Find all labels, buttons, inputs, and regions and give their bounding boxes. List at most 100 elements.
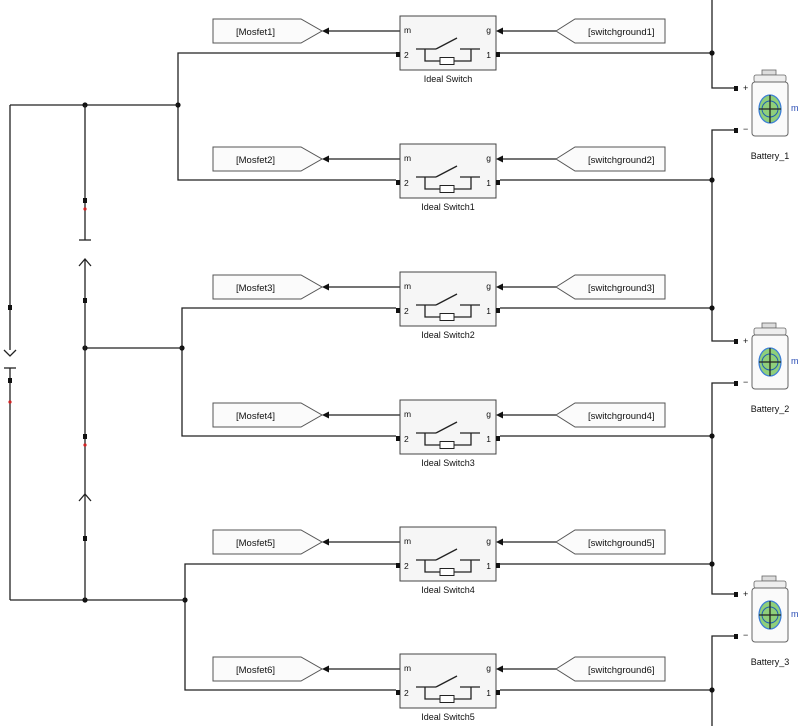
switch-blade-line bbox=[435, 548, 458, 561]
junction-dot bbox=[709, 50, 715, 56]
snubber-wire bbox=[454, 177, 472, 190]
port-2-label: 2 bbox=[404, 561, 409, 571]
red-marker-icon bbox=[83, 443, 87, 447]
switchground-from-tag[interactable] bbox=[555, 146, 666, 172]
port-2-label: 2 bbox=[404, 688, 409, 698]
battery-plus-port[interactable] bbox=[734, 86, 738, 91]
battery-top bbox=[753, 580, 787, 589]
mosfet-goto-tag[interactable] bbox=[212, 274, 324, 300]
snubber-resistor-icon bbox=[439, 57, 455, 65]
signal-arrowhead bbox=[322, 155, 329, 163]
port-2-connector[interactable] bbox=[396, 690, 400, 695]
mosfet-tag-label: [Mosfet1] bbox=[236, 27, 275, 38]
ideal-switch-name: Ideal Switch1 bbox=[421, 202, 475, 212]
junction-dot bbox=[709, 433, 715, 439]
snubber-resistor-icon bbox=[439, 185, 455, 193]
switch-symbol-icon bbox=[416, 165, 480, 193]
port-2-connector[interactable] bbox=[396, 308, 400, 313]
wire-segment bbox=[177, 52, 396, 181]
snubber-wire bbox=[424, 433, 440, 446]
port-1-connector[interactable] bbox=[496, 563, 500, 568]
battery-plus-port[interactable] bbox=[734, 592, 738, 597]
switchground-tag-label: [switchground4] bbox=[588, 411, 655, 422]
switchground-from-tag[interactable] bbox=[555, 274, 666, 300]
port-2-connector[interactable] bbox=[396, 436, 400, 441]
port-1-connector[interactable] bbox=[496, 180, 500, 185]
port-g-label: g bbox=[486, 409, 491, 419]
switchground-tag-label: [switchground1] bbox=[588, 27, 655, 38]
mosfet-goto-tag[interactable] bbox=[212, 18, 324, 44]
snubber-wire bbox=[424, 687, 440, 700]
cell-port-connector[interactable] bbox=[83, 536, 87, 541]
signal-arrowhead bbox=[496, 27, 503, 35]
red-marker-icon bbox=[83, 207, 87, 211]
cell-port-connector[interactable] bbox=[83, 198, 87, 203]
wire-segment bbox=[711, 0, 734, 89]
battery-plus-port[interactable] bbox=[734, 339, 738, 344]
switchground-from-tag[interactable] bbox=[555, 656, 666, 682]
switchground-tag-label: [switchground6] bbox=[588, 665, 655, 676]
battery-plus-label: + bbox=[743, 589, 748, 599]
ideal-switch-name: Ideal Switch4 bbox=[421, 585, 475, 595]
battery-name: Battery_3 bbox=[751, 657, 790, 667]
port-1-label: 1 bbox=[486, 688, 491, 698]
wire-segment bbox=[711, 382, 734, 564]
signal-arrowhead bbox=[322, 665, 329, 673]
junction-dot bbox=[709, 305, 715, 311]
battery-m-port-label: m bbox=[791, 103, 799, 113]
battery-name: Battery_1 bbox=[751, 151, 790, 161]
battery-minus-port[interactable] bbox=[734, 128, 738, 133]
mosfet-goto-tag[interactable] bbox=[212, 529, 324, 555]
snubber-wire bbox=[454, 49, 472, 62]
cell-port-connector[interactable] bbox=[83, 298, 87, 303]
port-2-connector[interactable] bbox=[396, 52, 400, 57]
junction-dot bbox=[709, 177, 715, 183]
switch-blade-line bbox=[435, 421, 458, 434]
cell-port-connector[interactable] bbox=[83, 434, 87, 439]
mosfet-goto-tag[interactable] bbox=[212, 656, 324, 682]
ideal-switch-name: Ideal Switch bbox=[424, 74, 473, 84]
battery-minus-port[interactable] bbox=[734, 634, 738, 639]
port-2-label: 2 bbox=[404, 434, 409, 444]
port-g-label: g bbox=[486, 536, 491, 546]
left-port-connector[interactable] bbox=[8, 378, 12, 383]
port-1-connector[interactable] bbox=[496, 690, 500, 695]
battery-cell-icon bbox=[758, 94, 782, 124]
port-2-connector[interactable] bbox=[396, 180, 400, 185]
battery-minus-port[interactable] bbox=[734, 381, 738, 386]
red-marker-icon bbox=[8, 400, 12, 404]
snubber-wire bbox=[454, 433, 472, 446]
left-port-connector[interactable] bbox=[8, 305, 12, 310]
mosfet-goto-tag[interactable] bbox=[212, 402, 324, 428]
switchground-from-tag[interactable] bbox=[555, 402, 666, 428]
mosfet-goto-tag[interactable] bbox=[212, 146, 324, 172]
port-1-connector[interactable] bbox=[496, 436, 500, 441]
port-2-connector[interactable] bbox=[396, 563, 400, 568]
switchground-tag-label: [switchground2] bbox=[588, 155, 655, 166]
signal-arrowhead bbox=[322, 27, 329, 35]
mosfet-tag-label: [Mosfet5] bbox=[236, 538, 275, 549]
signal-arrowhead bbox=[496, 283, 503, 291]
port-m-label: m bbox=[404, 153, 411, 163]
port-1-connector[interactable] bbox=[496, 52, 500, 57]
battery-terminal-cap bbox=[761, 575, 777, 582]
port-2-label: 2 bbox=[404, 178, 409, 188]
port-1-label: 1 bbox=[486, 306, 491, 316]
switch-symbol-icon bbox=[416, 675, 480, 703]
port-1-connector[interactable] bbox=[496, 308, 500, 313]
switchground-from-tag[interactable] bbox=[555, 18, 666, 44]
snubber-resistor-icon bbox=[439, 313, 455, 321]
switchground-from-tag[interactable] bbox=[555, 529, 666, 555]
port-1-label: 1 bbox=[486, 50, 491, 60]
